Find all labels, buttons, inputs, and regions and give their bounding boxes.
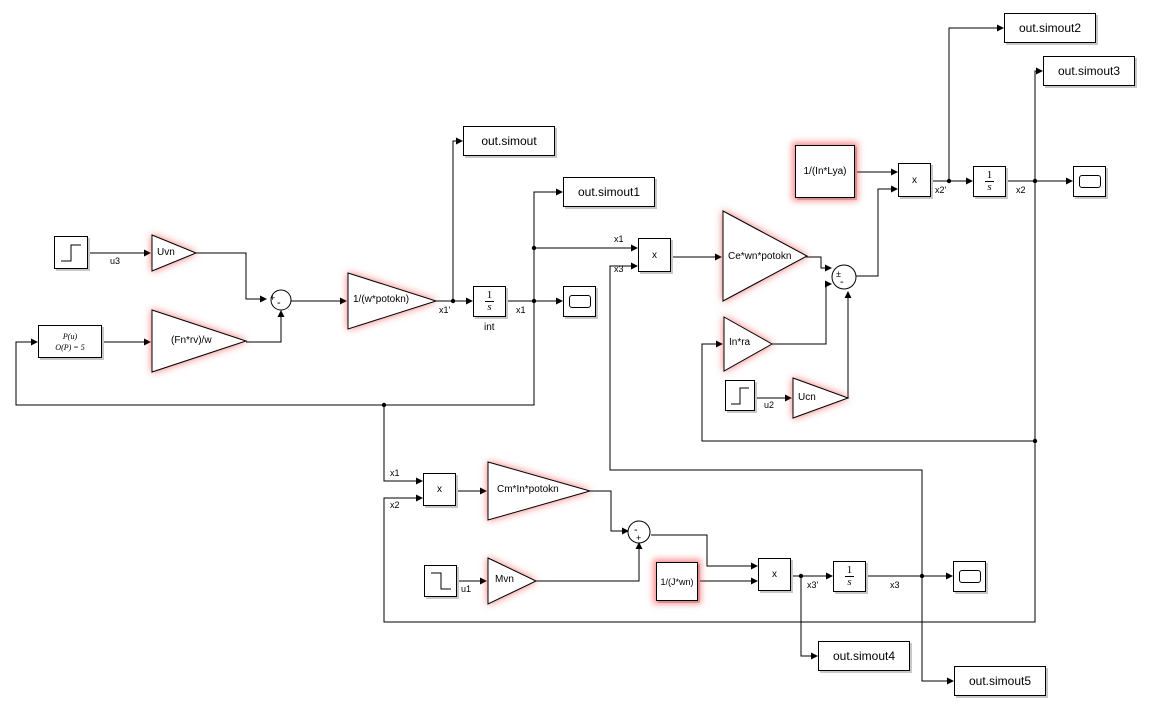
to-workspace-simout1[interactable]: out.simout1 <box>563 177 655 207</box>
integrator-num: 1 <box>484 289 495 302</box>
to-workspace-simout3[interactable]: out.simout3 <box>1043 56 1135 86</box>
to-workspace-simout5-label: out.simout5 <box>968 674 1032 688</box>
product4-block[interactable]: x <box>758 558 791 591</box>
step-u3-block[interactable] <box>54 236 88 269</box>
branch-points <box>381 178 1038 579</box>
product3-label: x <box>437 484 442 495</box>
scope-icon <box>568 295 591 308</box>
to-workspace-simout4[interactable]: out.simout4 <box>818 641 910 671</box>
scope-icon <box>1078 175 1101 188</box>
gain-mvn-label: Mvn <box>495 574 514 585</box>
product1-block[interactable]: x <box>638 238 671 272</box>
constant-in-lya-label: 1/(In*Lya) <box>803 166 847 177</box>
integrator-den: s <box>987 181 992 193</box>
constant-j-wn-block[interactable]: 1/(J*wn) <box>656 562 698 601</box>
integrator-den: s <box>487 301 492 313</box>
gain-ucn-block[interactable]: Ucn <box>792 377 850 424</box>
signal-label-x3-product: x3 <box>614 264 624 274</box>
to-workspace-simout1-label: out.simout1 <box>577 185 641 199</box>
signal-label-u2: u2 <box>764 400 775 410</box>
scope-x1-block[interactable] <box>563 286 596 317</box>
product1-label: x <box>652 249 657 261</box>
fcn-block[interactable]: P(u) O(P) = 5 <box>38 325 102 358</box>
scope-x2-block[interactable] <box>1073 166 1106 197</box>
gain-w-potokn-label: 1/(w*potokn) <box>353 294 410 305</box>
signal-label-x2-bottom: x2 <box>390 500 400 510</box>
gain-ce-wn-potokn-block[interactable]: Ce*wn*potokn <box>722 210 809 307</box>
gain-fn-rv-w-label: (Fn*rv)/w <box>171 335 212 346</box>
constant-j-wn-label: 1/(J*wn) <box>660 576 694 587</box>
gain-w-potokn-block[interactable]: 1/(w*potokn) <box>347 272 438 335</box>
to-workspace-simout5[interactable]: out.simout5 <box>954 666 1046 696</box>
sum1-minus-sign: - <box>277 297 281 309</box>
to-workspace-simout4-label: out.simout4 <box>832 649 896 663</box>
gain-fn-rv-w-block[interactable]: (Fn*rv)/w <box>151 309 248 378</box>
gain-uvn-block[interactable]: Uvn <box>151 234 198 277</box>
step-icon <box>731 387 749 404</box>
step-icon <box>61 244 81 261</box>
integrator-num: 1 <box>844 564 855 577</box>
sum3-block[interactable] <box>627 520 651 544</box>
signal-lines <box>15 24 1073 685</box>
scope-x3-block[interactable] <box>953 561 986 592</box>
signal-label-x1-prime: x1' <box>439 305 451 315</box>
product3-block[interactable]: x <box>423 473 456 506</box>
gain-ucn-label: Ucn <box>798 392 816 403</box>
to-workspace-simout3-label: out.simout3 <box>1057 64 1121 78</box>
gain-ce-wn-potokn-label: Ce*wn*potokn <box>728 251 792 262</box>
step-down-icon <box>430 572 451 590</box>
to-workspace-simout2-label: out.simout2 <box>1018 21 1082 35</box>
signal-label-x3: x3 <box>890 580 900 590</box>
signal-label-x2-prime: x2' <box>935 185 947 195</box>
gain-uvn-label: Uvn <box>157 247 175 258</box>
signal-label-x2: x2 <box>1016 185 1026 195</box>
sum1-block[interactable] <box>270 289 292 311</box>
signal-label-x3-prime: x3' <box>807 580 819 590</box>
sum2-block[interactable] <box>831 264 857 290</box>
signal-label-x1: x1 <box>516 305 526 315</box>
sum1-plus-sign: + <box>270 293 276 303</box>
gain-in-ra-block[interactable]: In*ra <box>723 316 774 377</box>
gain-cm-in-potokn-label: Cm*In*potokn <box>497 484 559 495</box>
fcn-expr-line1: P(u) <box>62 331 78 341</box>
signal-label-u1: u1 <box>461 584 472 594</box>
integrator-name-label: int <box>484 322 495 333</box>
gain-mvn-block[interactable]: Mvn <box>487 557 538 610</box>
integrator-num: 1 <box>984 169 995 182</box>
scope-icon <box>958 570 981 583</box>
signal-label-x1-product: x1 <box>614 234 624 244</box>
sum3-minus-sign: - <box>634 524 638 536</box>
product2-label: x <box>912 174 917 186</box>
signal-label-x1-bottom: x1 <box>390 468 400 478</box>
integrator-den: s <box>847 576 852 588</box>
gain-in-ra-label: In*ra <box>729 337 751 348</box>
gain-cm-in-potokn-block[interactable]: Cm*In*potokn <box>487 461 592 526</box>
constant-in-lya-block[interactable]: 1/(In*Lya) <box>795 145 855 198</box>
sum3-plus-sign: + <box>636 533 642 543</box>
to-workspace-simout2[interactable]: out.simout2 <box>1004 13 1096 43</box>
to-workspace-simout-label: out.simout <box>481 134 537 148</box>
step-u2-block[interactable] <box>725 380 755 411</box>
signal-label-u3: u3 <box>110 256 121 266</box>
sum2-pm-sign: ± <box>836 269 841 279</box>
fcn-expr-line2: O(P) = 5 <box>55 342 85 352</box>
sum2-minus-sign: - <box>840 276 844 288</box>
product4-label: x <box>772 569 777 580</box>
to-workspace-simout[interactable]: out.simout <box>463 126 555 156</box>
step-u1-block[interactable] <box>424 565 457 597</box>
product2-block[interactable]: x <box>898 163 931 197</box>
